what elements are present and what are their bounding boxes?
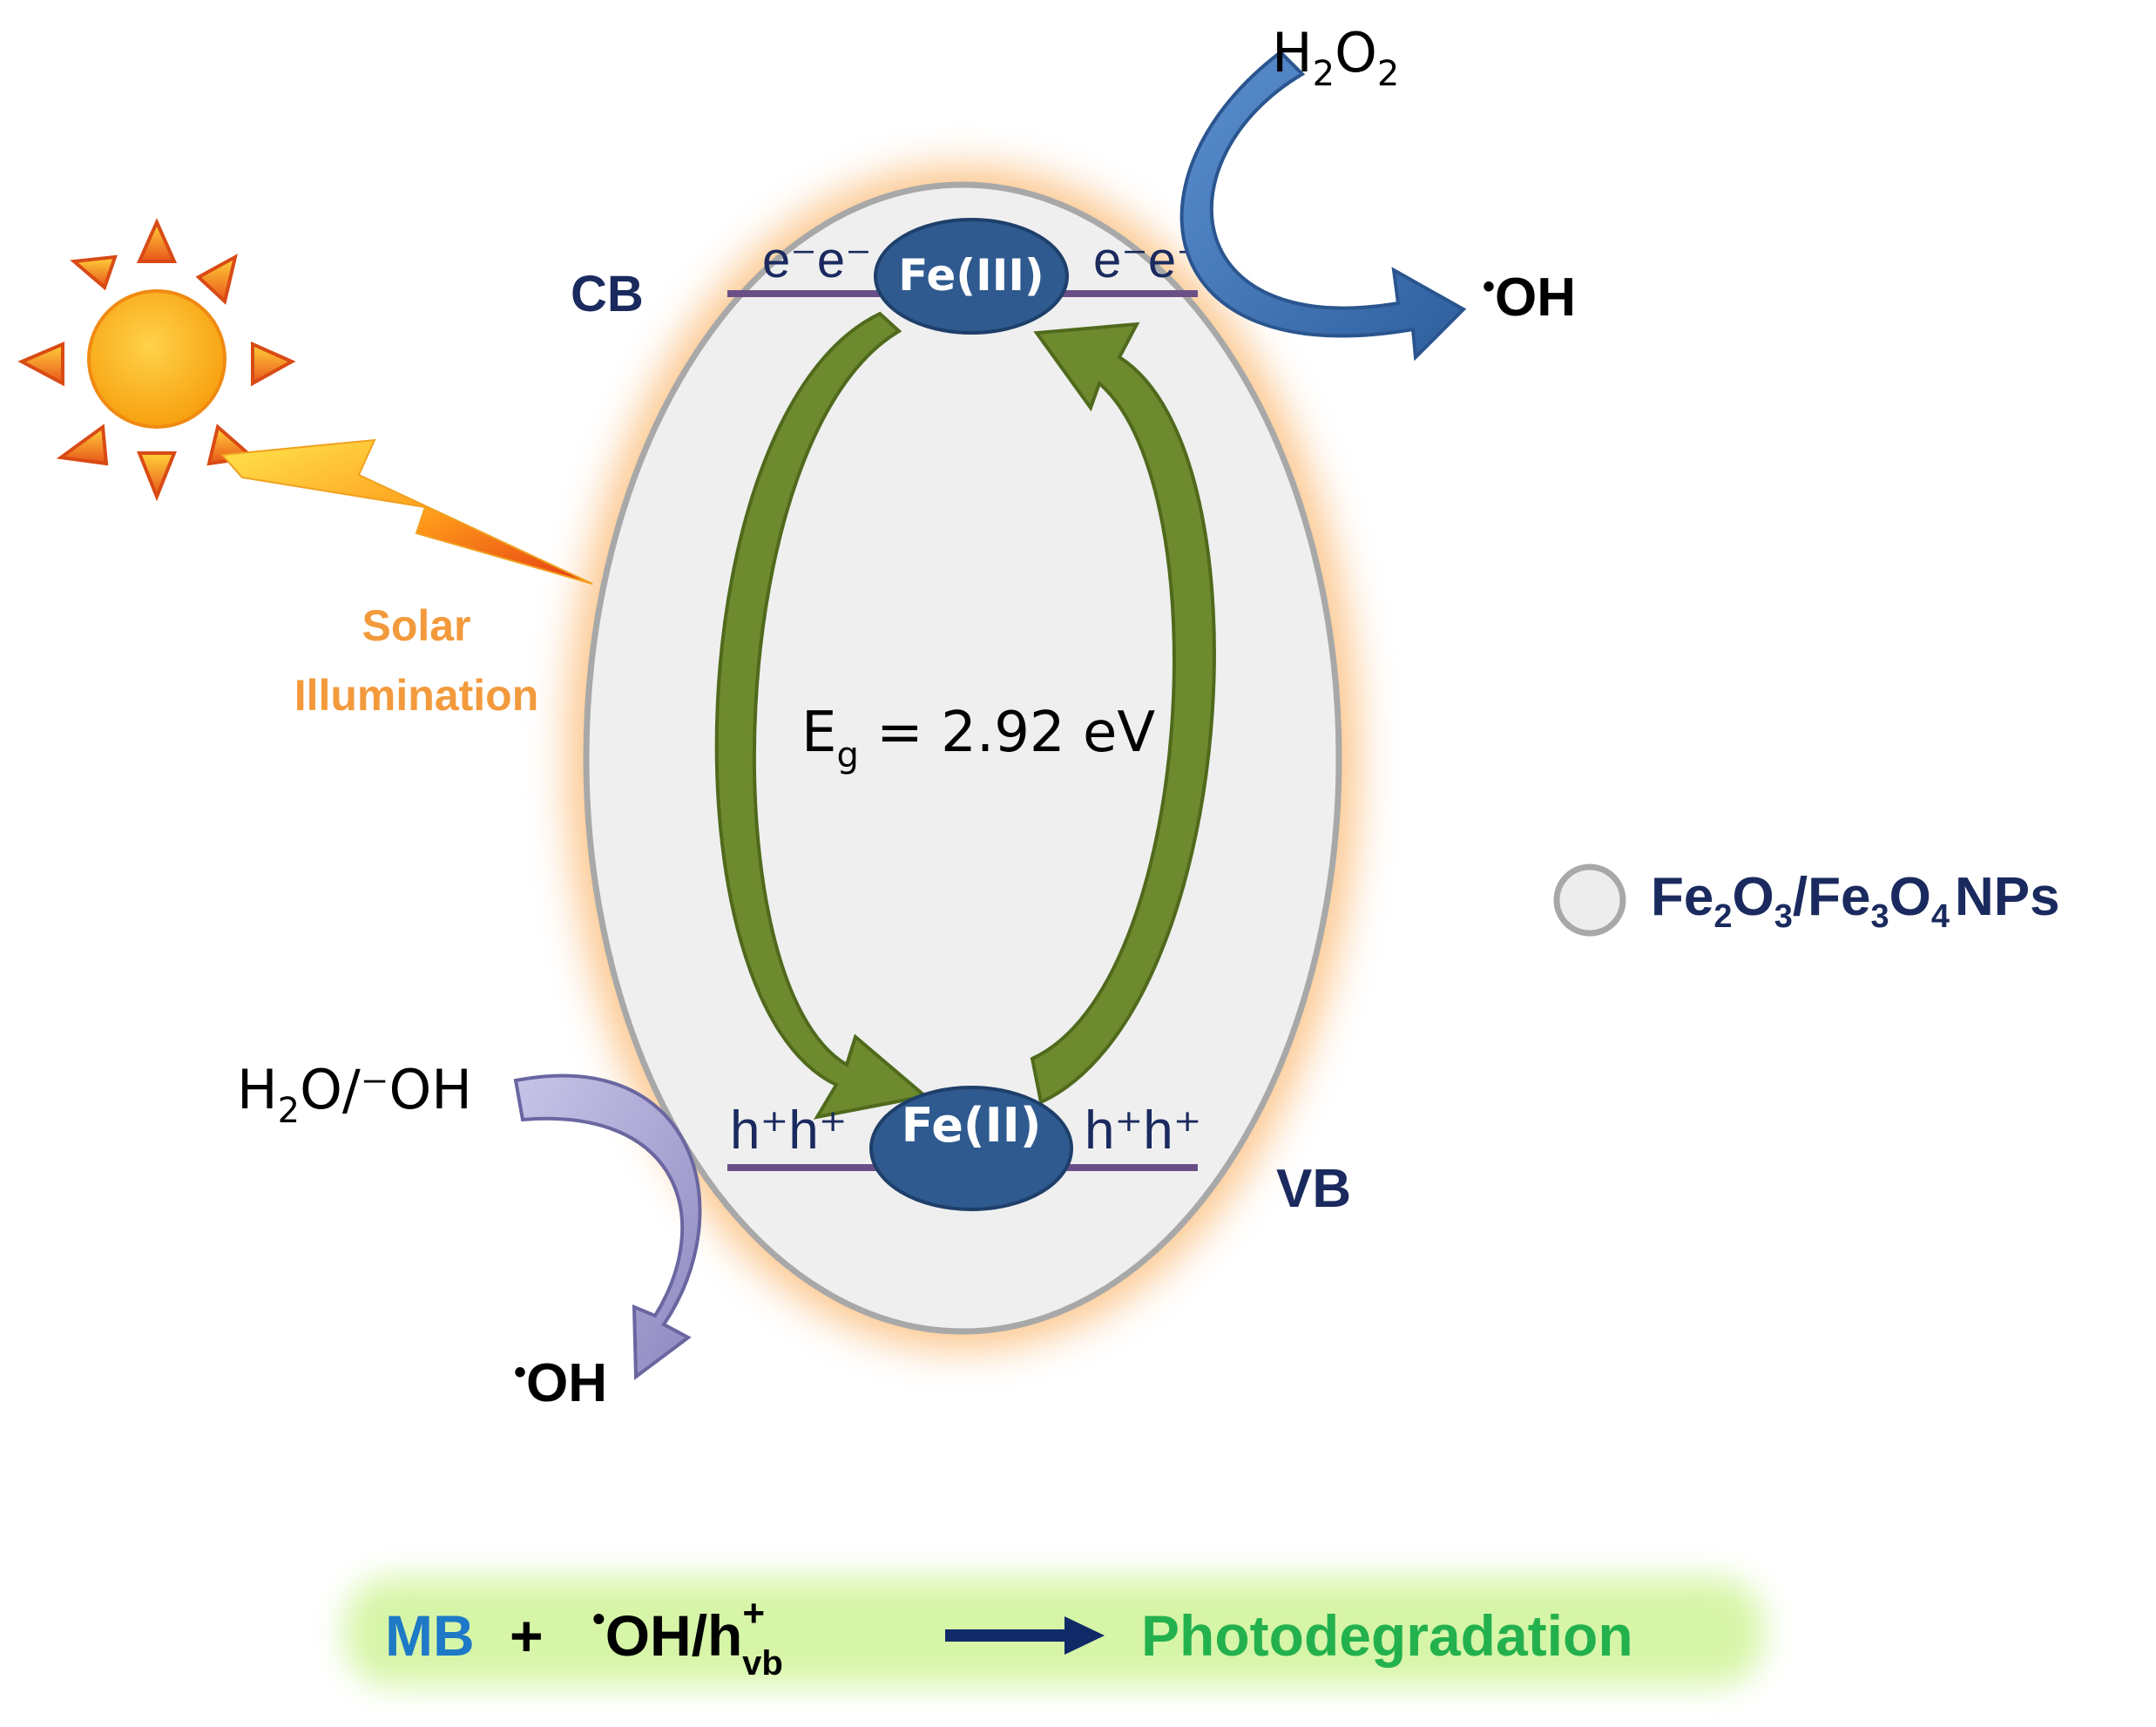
holes-left: h⁺h⁺: [730, 1101, 847, 1161]
equation-plus: +: [510, 1603, 544, 1668]
h2o2-label: H2O2: [1272, 21, 1399, 94]
electrons-left: e⁻e⁻: [762, 232, 872, 288]
hydroxyl-radical-bottom: •OH: [514, 1353, 607, 1413]
hydroxyl-radical-top: •OH: [1483, 268, 1576, 328]
water-hydroxide-label: H2O/⁻OH: [237, 1058, 472, 1131]
illumination-line2: Illumination: [294, 671, 539, 720]
vb-label: VB: [1276, 1159, 1351, 1219]
electron-transfer-arrow-left: [714, 311, 929, 1120]
h2o2-reaction-arrow: [1179, 50, 1467, 362]
fe3-label: Fe(III): [898, 250, 1044, 301]
lightning-bolt-icon: [220, 438, 593, 585]
equation-reactive-species: •OH/h+vb: [592, 1592, 783, 1683]
electron-transfer-arrow-right: [1030, 322, 1216, 1105]
water-oxidation-arrow: [513, 1073, 702, 1380]
bandgap-label: Eg = 2.92 eV: [801, 701, 1155, 775]
legend-label: Fe2O3/Fe3O4NPs: [1651, 867, 2060, 935]
fe3-site: [874, 218, 1069, 335]
legend-nanoparticle-icon: [1553, 864, 1626, 937]
equation-arrow: [945, 1616, 1105, 1655]
equation-mb: MB: [385, 1603, 475, 1668]
illumination-line1: Solar: [362, 601, 470, 650]
cb-label: CB: [571, 266, 644, 322]
equation-product: Photodegradation: [1141, 1603, 1633, 1668]
fe2-site: [869, 1086, 1073, 1211]
holes-right: h⁺h⁺: [1085, 1101, 1201, 1161]
fe2-label: Fe(II): [902, 1098, 1042, 1153]
sun-icon: [17, 218, 296, 502]
